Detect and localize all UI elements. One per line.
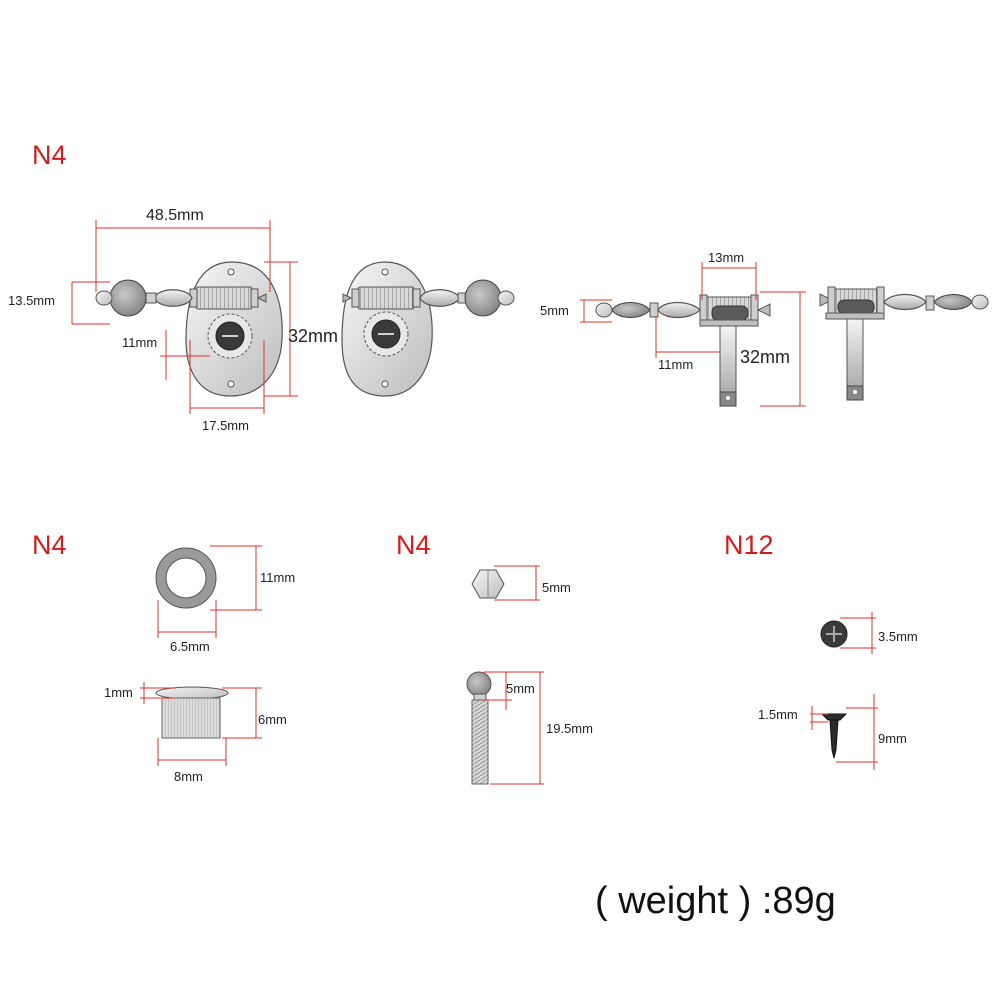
tuner-front-left bbox=[95, 261, 283, 397]
hex-nut bbox=[471, 569, 505, 599]
bushing-sleeve bbox=[155, 686, 229, 739]
tuner-hole-offset-label: 11mm bbox=[122, 335, 157, 350]
tuner-base-label: 17.5mm bbox=[202, 418, 249, 433]
side-dimension-lines bbox=[580, 262, 806, 407]
bushing-outer-label: 11mm bbox=[260, 570, 295, 585]
screw-head-label: 3.5mm bbox=[878, 629, 918, 644]
bushing-dimension-lines bbox=[140, 545, 262, 766]
bolt-head-label: 5mm bbox=[506, 681, 535, 696]
wood-screw bbox=[820, 713, 848, 759]
tuner-quantity-label: N4 bbox=[32, 140, 67, 170]
bushing-quantity-label: N4 bbox=[32, 530, 67, 560]
tuner-side-right bbox=[819, 286, 989, 401]
bushing-inner-label: 6.5mm bbox=[170, 639, 210, 654]
tuner-width-label: 48.5mm bbox=[146, 207, 204, 224]
bolt bbox=[466, 671, 492, 785]
side-offset-label: 11mm bbox=[658, 357, 693, 372]
screw-shank-label: 1.5mm bbox=[758, 707, 798, 722]
screw-length-label: 9mm bbox=[878, 731, 907, 746]
bushing-rim-label: 1mm bbox=[104, 685, 133, 700]
side-top-label: 13mm bbox=[708, 250, 744, 265]
bushing-width-label: 8mm bbox=[174, 769, 203, 784]
screw-dimension-lines bbox=[810, 612, 878, 770]
side-height-label: 32mm bbox=[740, 347, 790, 367]
tuner-knob-label: 13.5mm bbox=[8, 293, 55, 308]
tuner-front-right bbox=[341, 261, 515, 397]
nut-bolt-quantity-label: N4 bbox=[396, 530, 431, 560]
tuner-side-left bbox=[595, 294, 771, 407]
bushing-washer bbox=[155, 547, 217, 609]
weight-text: ( weight ) :89g bbox=[595, 880, 836, 922]
nut-bolt-dimension-lines bbox=[484, 565, 544, 785]
bushing-height-label: 6mm bbox=[258, 712, 287, 727]
side-knob-label: 5mm bbox=[540, 303, 569, 318]
screw-head-top bbox=[820, 620, 848, 648]
nut-size-label: 5mm bbox=[542, 580, 571, 595]
bolt-length-label: 19.5mm bbox=[546, 721, 593, 736]
tuner-dimension-lines bbox=[71, 220, 298, 414]
tuner-height-label: 32mm bbox=[288, 326, 338, 346]
screw-quantity-label: N12 bbox=[724, 530, 774, 560]
